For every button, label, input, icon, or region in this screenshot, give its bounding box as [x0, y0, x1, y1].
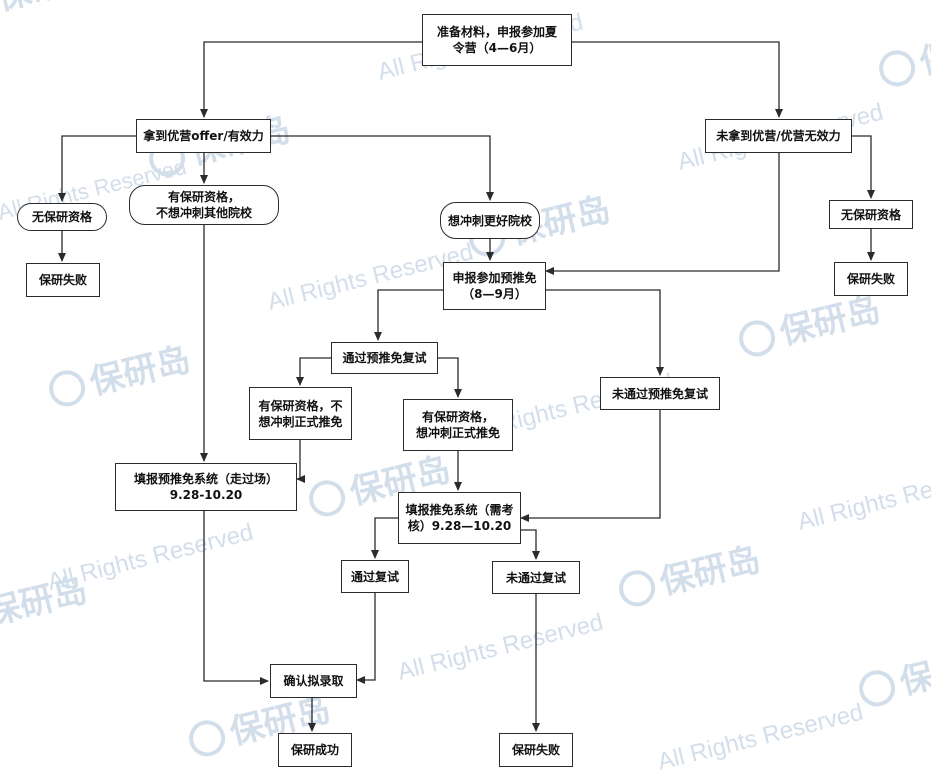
- node-qual-no-sprint: 有保研资格，不想冲刺其他院校: [129, 185, 279, 225]
- edge-apply-pre-to-fail-pre: [546, 289, 664, 376]
- node-fail-retest: 未通过复试: [492, 561, 580, 594]
- edge-start-to-no-offer: [572, 41, 783, 118]
- node-success: 保研成功: [278, 733, 352, 767]
- node-qual-formal: 有保研资格，想冲刺正式推免: [403, 399, 513, 451]
- edge-got-offer-to-no-qual: [58, 135, 136, 202]
- edge-apply-pre-to-pass-pre: [374, 289, 443, 341]
- edge-fill-exam-to-fail-retest: [521, 529, 540, 560]
- node-apply-pre: 申报参加预推免（8—9月）: [443, 262, 546, 310]
- edge-start-to-got-offer: [200, 41, 422, 118]
- node-fill-walk: 填报预推免系统（走过场）9.28-10.20: [115, 463, 297, 511]
- node-no-offer: 未拿到优营/优营无效力: [705, 119, 852, 153]
- edge-fill-walk-to-confirm: [203, 511, 269, 685]
- node-fail-pre: 未通过预推免复试: [600, 377, 720, 410]
- node-no-qual-left: 无保研资格: [17, 203, 107, 231]
- node-start: 准备材料，申报参加夏令营（4—6月）: [422, 14, 572, 66]
- edge-qual-no-formal-to-fill-walk: [296, 440, 305, 483]
- edge-fill-exam-to-pass-retest: [371, 517, 398, 559]
- node-fill-exam: 填报推免系统（需考核）9.28—10.20: [398, 492, 521, 544]
- edge-pass-pre-to-qual-formal: [438, 357, 462, 398]
- node-qual-no-formal: 有保研资格，不想冲刺正式推免: [249, 387, 352, 440]
- node-got-offer: 拿到优营offer/有效力: [136, 119, 271, 153]
- edge-pass-pre-to-qual-no-formal: [296, 357, 331, 386]
- node-fail-bottom: 保研失败: [499, 733, 573, 767]
- edge-fail-pre-to-fill-exam: [520, 410, 661, 522]
- node-pass-retest: 通过复试: [341, 560, 409, 593]
- edge-got-offer-to-sprint: [271, 135, 494, 201]
- node-no-qual-right: 无保研资格: [829, 200, 913, 229]
- node-sprint-better: 想冲刺更好院校: [440, 202, 540, 239]
- node-confirm: 确认拟录取: [270, 664, 357, 698]
- edge-no-offer-to-no-qual-right: [852, 135, 875, 199]
- node-fail-right: 保研失败: [834, 262, 908, 296]
- node-pass-pre: 通过预推免复试: [331, 342, 438, 374]
- edge-pass-retest-to-confirm: [356, 593, 376, 684]
- edge-no-offer-to-apply-pre: [545, 153, 780, 275]
- node-fail-left: 保研失败: [26, 263, 100, 297]
